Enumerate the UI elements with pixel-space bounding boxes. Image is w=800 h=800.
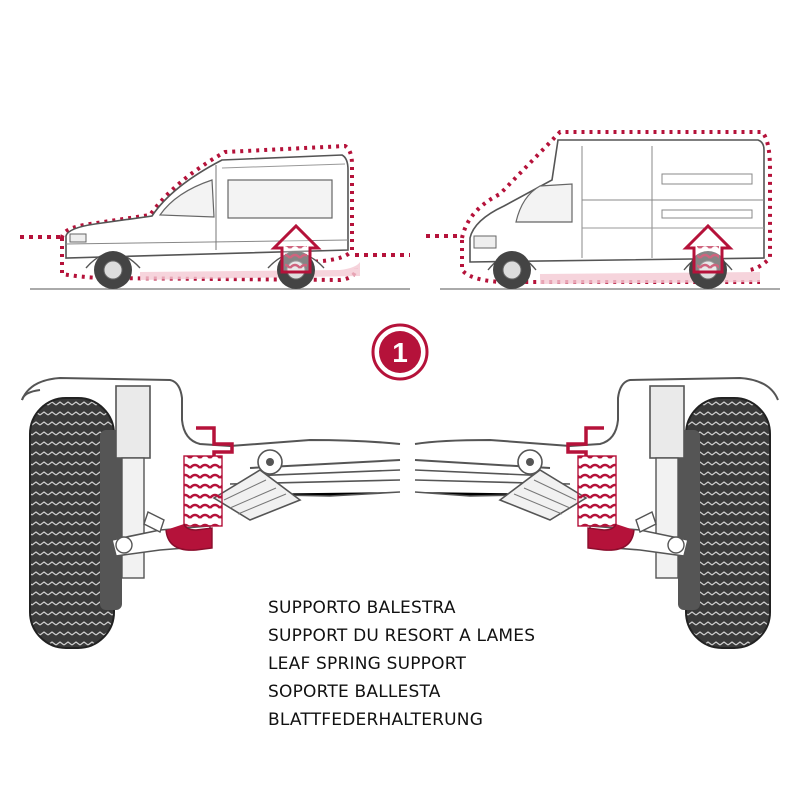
right-suspension-detail bbox=[414, 376, 779, 649]
step-number-badge: 1 bbox=[371, 323, 429, 381]
badge-number: 1 bbox=[392, 337, 408, 368]
label-french: SUPPORT DU RESORT A LAMES bbox=[268, 626, 536, 646]
label-german: BLATTFEDERHALTERUNG bbox=[268, 710, 484, 730]
label-italian: SUPPORTO BALESTRA bbox=[268, 598, 456, 618]
left-suspension-detail bbox=[21, 376, 401, 649]
large-van-illustration bbox=[426, 130, 780, 290]
product-name-list: SUPPORTO BALESTRA SUPPORT DU RESORT A LA… bbox=[268, 594, 648, 734]
label-spanish: SOPORTE BALLESTA bbox=[268, 682, 441, 702]
label-english: LEAF SPRING SUPPORT bbox=[268, 654, 467, 674]
small-van-illustration bbox=[20, 143, 410, 290]
